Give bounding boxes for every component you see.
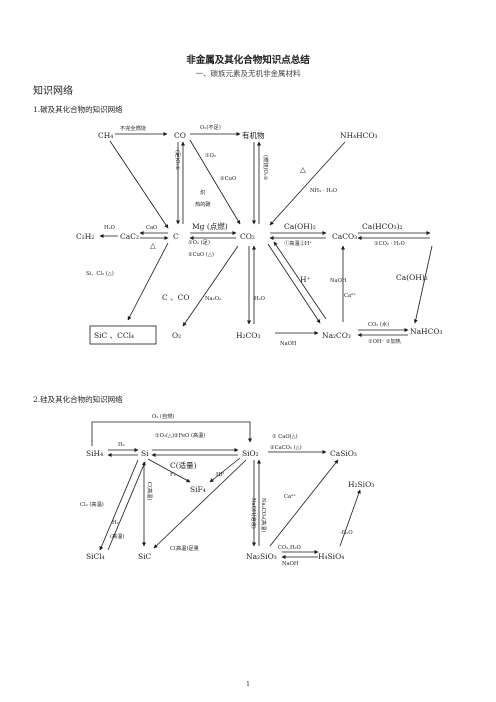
species-na2sio3: Na₂SiO₃ [246, 552, 277, 561]
cond-naoh: NaOH [330, 278, 347, 284]
cond-hf: HF [216, 472, 225, 478]
cond-h2: H₂ [118, 442, 125, 448]
species-si: Si [141, 449, 149, 458]
cond-cl2: Cl₂ (高温) [80, 500, 104, 508]
cond-c-right: C(适量) [170, 460, 197, 470]
cond-o2-feo: ①O₂(△)②FeO (高温) [155, 431, 205, 439]
species-sih4: SiH₄ [86, 449, 103, 458]
cond-caoh2-top: Ca(OH)₂ [284, 222, 316, 231]
species-cac2: CaC₂ [120, 232, 139, 241]
cond-hot2: 热的碳 [195, 200, 211, 208]
page-number: 1 [246, 681, 250, 688]
species-c: C [173, 232, 179, 241]
doc-title: 非金属及其化合物知识点总结 [186, 55, 310, 66]
species-na2co3: Na₂CO₃ [322, 331, 351, 340]
silicon-arrows [91, 421, 361, 559]
doc-subtitle: 一、碳族元素及无机非金属材料 [195, 69, 301, 78]
cond-caco3: ②CaCO₃ (△) [270, 444, 302, 451]
species-h2sio3: H₂SiO₃ [348, 480, 374, 489]
cond-c-co: C 、CO [162, 293, 190, 302]
cond-left-vert: (足)O₂① [174, 150, 181, 171]
silicon-species: SiH₄ Si SiO₂ CaSiO₃ SiF₄ H₂SiO₃ SiCl₄ Si… [86, 449, 374, 561]
species-mg: Mg (点燃) [192, 221, 228, 231]
cond-cuo-foot: ②CuO (△) [188, 251, 214, 258]
cond-o2-lack: O₂(不足) [200, 124, 221, 131]
cond-si-cl2: Si、Cl₂ (△) [86, 270, 114, 277]
silicon-conditions: O₂ (自燃) ①O₂(△)②FeO (高温) H₂ ① CaO(△) ②CaC… [80, 412, 353, 567]
species-organic: 有机物 [242, 130, 265, 140]
cond-naoh-bottom: NaOH [282, 561, 299, 567]
species-sio2: SiO₂ [242, 449, 259, 458]
silicon-heading: 2.硅及其化合物的知识网络 [33, 395, 123, 404]
cond-delta: △ [300, 165, 306, 174]
species-sif4: SiF₄ [190, 485, 206, 494]
cond-c-vert: C(高温) [146, 482, 154, 500]
cond-cao: ① CaO(△) [272, 433, 298, 440]
carbon-species: CH₄ CO 有机物 NH₄HCO₃ C₂H₂ CaC₂ C Mg (点燃) C… [76, 130, 442, 340]
cond-minus-h2o: -H₂O [340, 530, 353, 536]
species-nh4hco3: NH₄HCO₃ [340, 131, 378, 140]
cond-h-plus: H⁺ [300, 275, 311, 284]
cond-caoh2-right: Ca(OH)₂ [396, 273, 428, 282]
carbon-conditions: 不完全燃烧 O₂(不足) ①O₂ ②CuO (足)O₂① (燃烧)O₂① 炽 热… [86, 124, 428, 347]
cond-na2o2: Na₂O₂ [205, 296, 221, 302]
cond-h2-b: H₂ [112, 520, 119, 526]
species-casio3: CaSiO₃ [330, 449, 357, 458]
cond-right-vert: (燃烧)O₂① [262, 155, 270, 181]
species-sic: SiC [138, 552, 152, 561]
cond-cuo: ②CuO [220, 176, 236, 182]
species-co2: CO₂ [240, 232, 255, 241]
cond-co2-h2o: CO₂,H₂O [278, 545, 301, 551]
cond-f2: F₂ [170, 472, 176, 478]
cond-hot1: 炽 [200, 188, 205, 196]
cond-ca2: Ca²⁺ [284, 494, 296, 500]
cond-oh-heat: ①OH⁻ ②加热 [368, 337, 402, 345]
cond-incomplete: 不完全燃烧 [120, 124, 146, 132]
cond-o2-foot: ①O₂ (足) [188, 239, 210, 246]
species-caco3: CaCO₃ [332, 232, 357, 241]
species-c2h2: C₂H₂ [76, 232, 94, 241]
cond-co2-h2o: ①CO₂ · H₂O [374, 241, 405, 247]
cond-gaowen: ①高温②H⁺ [284, 239, 312, 247]
cond-o2-auto: O₂ (自燃) [152, 412, 174, 420]
cond-delta2: △ [150, 241, 156, 250]
cond-cahco32: Ca(HCO₃)₂ [362, 222, 403, 231]
section-heading: 知识网络 [33, 86, 73, 97]
cond-o2: ①O₂ [205, 153, 216, 159]
cond-cao: CaO [146, 225, 157, 231]
species-h4sio4: H₄SiO₄ [318, 552, 344, 561]
cond-naoh-vert: NaOH(溶液) [250, 498, 258, 529]
cond-gaowen: (高温) [110, 532, 124, 540]
species-sic-ccl4: SiC 、CCl₄ [94, 331, 134, 340]
cond-h2o: H₂O [104, 225, 115, 231]
cond-nh3-h2o: NH₃ · H₂O [310, 188, 337, 194]
cond-co2-aq: CO₂ (水) [368, 320, 389, 328]
cond-c-excess: C(高温)足量 [170, 544, 199, 552]
carbon-arrows [99, 132, 433, 337]
cond-h2o-mid: H₂O [254, 296, 265, 302]
species-o2: O₂ [172, 331, 181, 340]
cond-naoh-bottom: NaOH [280, 341, 297, 347]
species-ch4: CH₄ [98, 131, 113, 140]
cond-naoh-right: Na₂CO₃(高温) [260, 498, 268, 532]
sic-ccl4-box [89, 325, 157, 345]
species-nahco3: NaHCO₃ [410, 327, 442, 336]
species-sicl4: SiCl₄ [86, 552, 105, 561]
carbon-heading: 1.碳及其化合物的知识网络 [33, 105, 123, 114]
species-co: CO [174, 131, 186, 140]
species-h2co3: H₂CO₃ [236, 331, 260, 340]
cond-ca2: Ca²⁺ [344, 293, 356, 299]
